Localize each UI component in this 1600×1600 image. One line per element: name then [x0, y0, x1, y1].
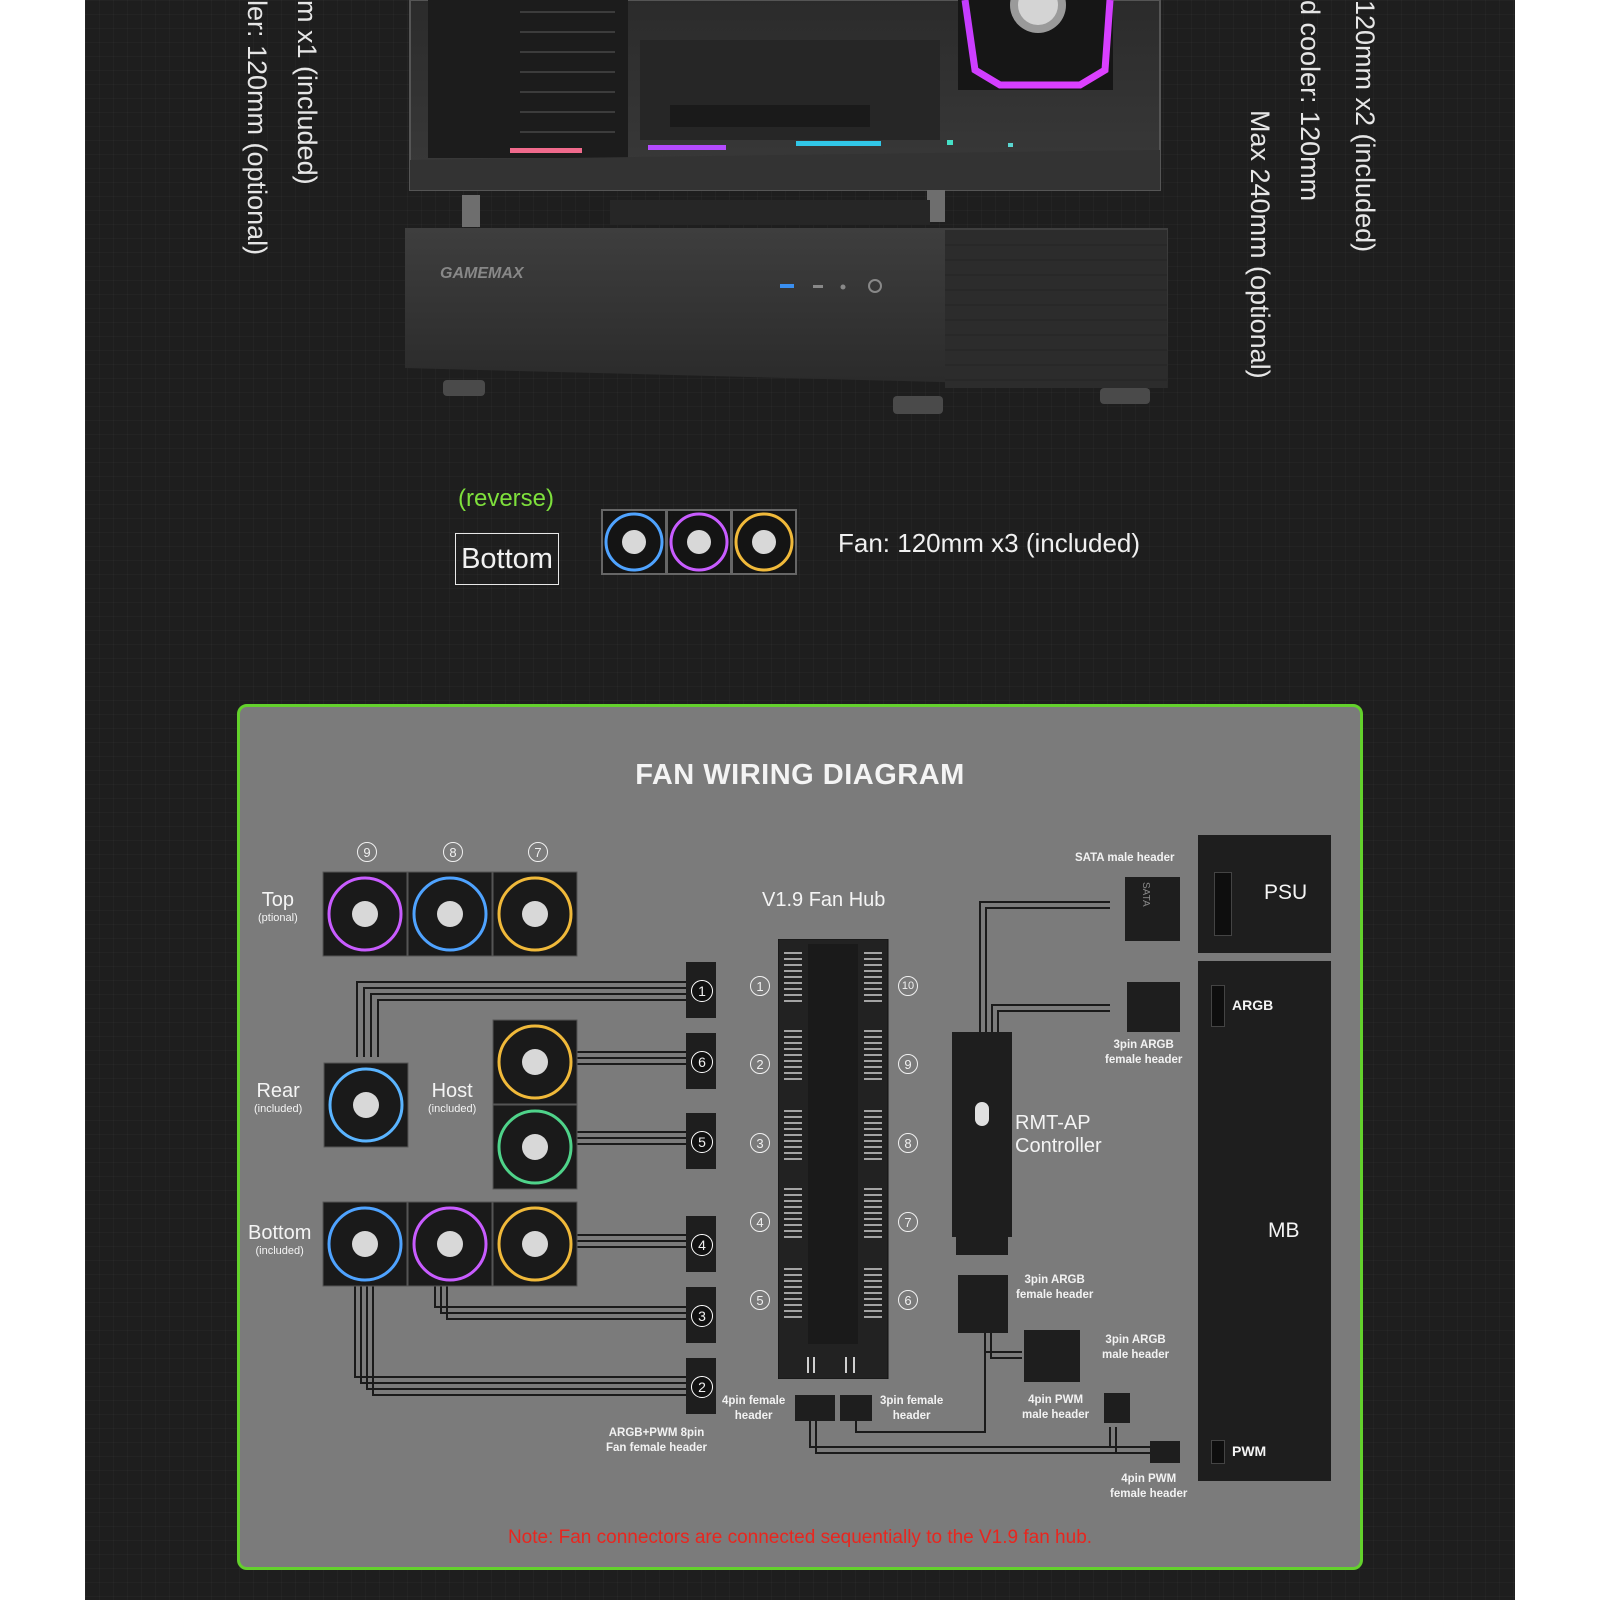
pwm-male-header — [1104, 1393, 1130, 1423]
hub-port-3: 3 — [750, 1133, 770, 1153]
connector-number-6: 6 — [691, 1051, 713, 1073]
hub-port-4: 4 — [750, 1212, 770, 1232]
fan-icon — [731, 509, 797, 575]
argb-male-header — [1024, 1330, 1080, 1382]
host-fans-image — [492, 1019, 578, 1190]
bottom-position-label: Bottom — [455, 533, 559, 585]
sata-connector — [1125, 877, 1180, 941]
fan-icon — [322, 871, 408, 957]
fan-icon — [407, 871, 493, 957]
connector-number-5: 5 — [691, 1131, 713, 1153]
hub-3pin-connector — [840, 1395, 872, 1421]
diagram-title: FAN WIRING DIAGRAM — [635, 759, 965, 791]
controller-knob-icon — [975, 1102, 989, 1126]
bottom-group-label: Bottom (included) — [248, 1222, 312, 1257]
bottom-fans-image — [322, 1201, 578, 1287]
psu-label: PSU — [1264, 881, 1308, 904]
fan-icon — [322, 1201, 408, 1287]
hub-port-5: 5 — [750, 1290, 770, 1310]
fan-icon — [492, 1104, 578, 1190]
fan-icon — [492, 1019, 578, 1105]
psu-port — [1214, 872, 1232, 936]
mb-argb-label: ARGB — [1232, 997, 1274, 1013]
top-fan-number-9: 9 — [357, 842, 377, 862]
fan-hub-board — [778, 939, 889, 1379]
hub-4pin-connector — [795, 1395, 835, 1421]
rear-group-label: Rear (included) — [254, 1080, 303, 1115]
hub-port-2: 2 — [750, 1054, 770, 1074]
controller-argb-female — [958, 1275, 1008, 1333]
rear-fan-image — [323, 1062, 409, 1148]
diagram-note: Note: Fan connectors are connected seque… — [507, 1527, 1093, 1548]
rmt-ap-controller — [952, 1032, 1012, 1237]
mb-argb-port — [1211, 985, 1225, 1027]
top-fans-image — [322, 871, 578, 957]
bottom-fan-row-image — [601, 509, 797, 575]
hub-port-9: 9 — [898, 1054, 918, 1074]
wiring-lines — [354, 901, 1155, 1454]
hub-port-6: 6 — [898, 1290, 918, 1310]
sata-male-label: SATA male header — [1075, 852, 1175, 864]
connector-number-3: 3 — [691, 1305, 713, 1327]
connector-number-1: 1 — [691, 980, 713, 1002]
mb-block — [1198, 961, 1331, 1481]
host-group-label: Host (included) — [428, 1080, 477, 1115]
pc-case-image — [405, 0, 1168, 414]
pwm-female-header — [1150, 1441, 1180, 1463]
fan-hub-title: V1.9 Fan Hub — [762, 889, 886, 911]
fan-icon — [601, 509, 667, 575]
fan-icon — [323, 1062, 409, 1148]
top-fan-number-8: 8 — [443, 842, 463, 862]
fan-icon — [492, 1201, 578, 1287]
bottom-fan-description: Fan: 120mm x3 (included) — [838, 528, 1141, 558]
hub-port-8: 8 — [898, 1133, 918, 1153]
hub-port-1: 1 — [750, 976, 770, 996]
fan-icon — [492, 871, 578, 957]
controller-label: RMT-AP Controller — [1015, 1112, 1102, 1157]
fan-wiring-diagram: FAN WIRING DIAGRAM — [237, 704, 1363, 1570]
fan-icon — [407, 1201, 493, 1287]
fan-icon — [666, 509, 732, 575]
hub-port-10: 10 — [898, 976, 918, 996]
top-fan-number-7: 7 — [528, 842, 548, 862]
mb-pwm-label: PWM — [1232, 1443, 1267, 1459]
connector-number-2: 2 — [691, 1376, 713, 1398]
mb-pwm-port — [1211, 1440, 1225, 1464]
mb-label: MB — [1268, 1219, 1300, 1242]
controller-pins — [956, 1237, 1008, 1255]
hub-port-7: 7 — [898, 1212, 918, 1232]
case-logo: GAMEMAX — [440, 265, 524, 282]
reverse-label: (reverse) — [458, 485, 555, 512]
argb-female-header-1 — [1127, 982, 1180, 1032]
sata-plug-text: SATA — [1140, 882, 1151, 907]
top-group-label: Top (ptional) — [258, 889, 298, 924]
connector-number-4: 4 — [691, 1234, 713, 1256]
